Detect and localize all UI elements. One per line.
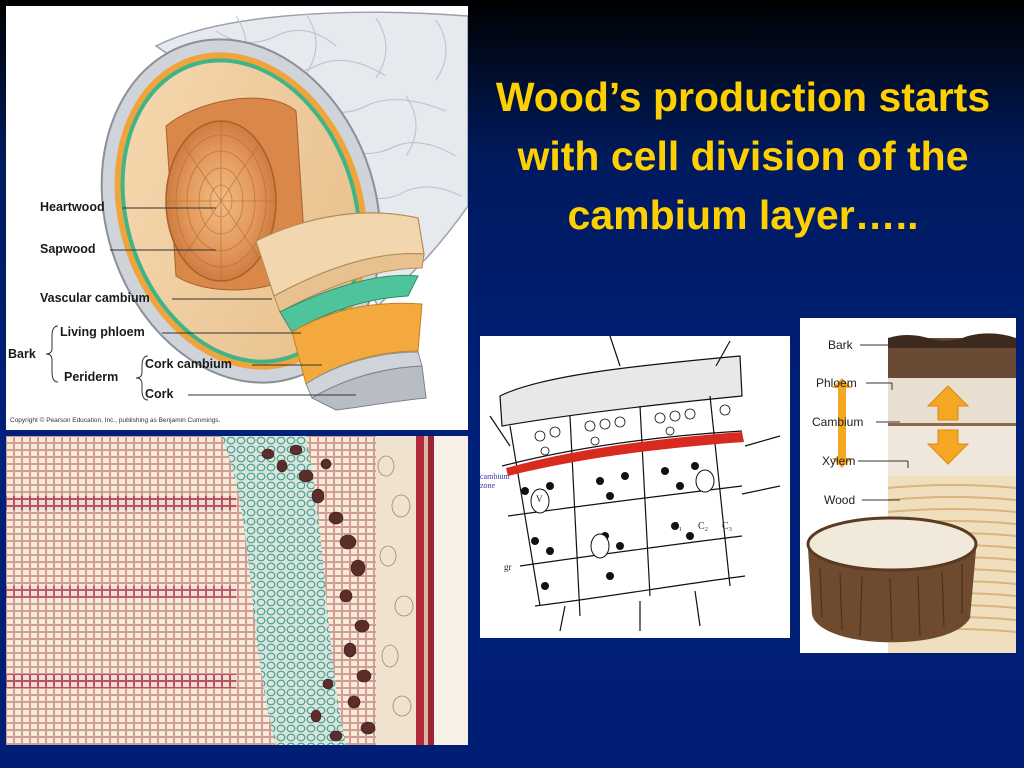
label-periderm: Periderm [64, 370, 119, 384]
stem-micrograph-image [6, 436, 468, 745]
label-living-phloem: Living phloem [60, 325, 145, 339]
label-c3: C₃ [722, 521, 733, 532]
cell-sketch-illustration [489, 336, 781, 632]
micrograph-illustration [6, 436, 468, 745]
log-label-xylem: Xylem [822, 454, 856, 468]
label-gr: gr [504, 562, 512, 572]
log-label-cambium: Cambium [812, 415, 864, 429]
log-label-phloem: Phloem [816, 376, 857, 390]
slide-title: Wood’s production starts with cell divis… [495, 74, 991, 238]
label-c1: C₁ [672, 521, 683, 532]
log-label-wood: Wood [824, 493, 856, 507]
label-c2: C₂ [698, 521, 709, 532]
label-vessel: V [536, 494, 543, 504]
log-layers-illustration [806, 333, 1016, 653]
label-sapwood: Sapwood [40, 242, 96, 256]
log-label-bark: Bark [828, 338, 853, 352]
copyright-notice: Copyright © Pearson Education, Inc., pub… [10, 417, 221, 424]
label-cork-cambium: Cork cambium [145, 357, 232, 371]
up-arrow-icon [926, 385, 970, 421]
label-cambium-zone: cambium zone [480, 472, 510, 490]
stem-cutaway-diagram: Heartwood Sapwood Vascular cambium Livin… [6, 6, 468, 430]
label-vascular-cambium: Vascular cambium [40, 291, 150, 305]
cambium-cell-sketch: cambium zone V C₁ C₂ C₃ gr [480, 336, 790, 638]
stem-cutaway-illustration [45, 11, 468, 411]
label-heartwood: Heartwood [40, 200, 105, 214]
down-arrow-icon [926, 429, 970, 465]
log-layers-diagram: Bark Phloem Cambium Xylem Wood [800, 318, 1016, 653]
label-bark: Bark [8, 347, 36, 361]
label-cork: Cork [145, 387, 174, 401]
